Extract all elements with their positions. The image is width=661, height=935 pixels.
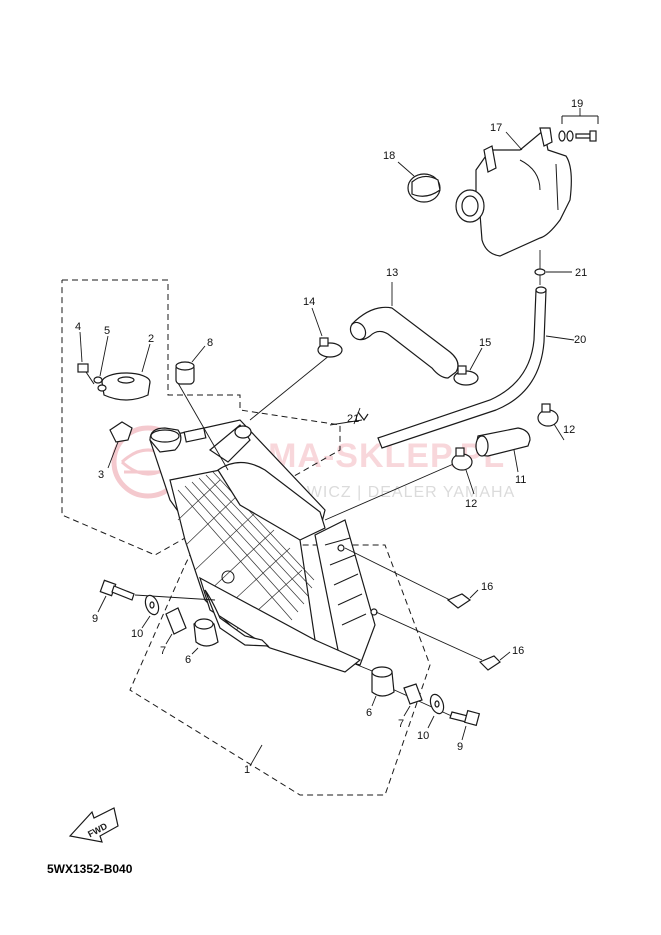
callout-16-upper: 16: [481, 581, 493, 593]
callout-5: 5: [104, 325, 110, 337]
collar-part-7-left: [165, 607, 187, 645]
callout-6-right: 6: [366, 707, 372, 719]
callout-8: 8: [207, 337, 213, 349]
callout-14: 14: [303, 296, 315, 308]
callout-9-right: 9: [457, 741, 463, 753]
damper-part-6-right: [371, 666, 395, 707]
callout-9-left: 9: [92, 613, 98, 625]
callout-15: 15: [479, 337, 491, 349]
callout-10-left: 10: [131, 628, 143, 640]
callout-12-right: 12: [563, 424, 575, 436]
clip-part-21-upper: [534, 268, 572, 276]
callout-16-lower: 16: [512, 645, 524, 657]
callout-13: 13: [386, 267, 398, 279]
bolt-part-9-right: [449, 709, 481, 741]
clip-part-21-lower: [353, 407, 369, 425]
clamp-part-15: [453, 347, 483, 386]
clamp-part-12-right: [537, 403, 565, 441]
washer-part-10-left: [141, 594, 160, 629]
callout-12-left: 12: [465, 498, 477, 510]
callout-7-right: 7: [398, 718, 404, 730]
clip-part-16-lower: [478, 651, 511, 671]
callout-labels: 1 2 3 4 5 6 6 7 7 8 9 9 10 10 11 12 12 1…: [75, 98, 587, 776]
callout-1: 1: [244, 764, 250, 776]
collar-part-7-right: [403, 683, 423, 717]
callout-11: 11: [515, 474, 526, 486]
fwd-arrow-icon: FWD: [68, 807, 119, 843]
damper-part-6-left: [191, 618, 219, 655]
reservoir-tank-part-17: [455, 127, 572, 257]
clamp-part-12-left: [451, 447, 475, 495]
callout-2: 2: [148, 333, 154, 345]
hose-part-20: [377, 286, 575, 449]
clamp-part-14: [311, 307, 343, 358]
screw-part-4: [77, 331, 95, 385]
washer-part-10-right: [427, 693, 445, 729]
callout-17: 17: [490, 122, 502, 134]
callout-20: 20: [574, 334, 586, 346]
grommet-part-8: [175, 345, 206, 385]
clip-part-16-upper: [446, 589, 479, 609]
callout-7-left: 7: [160, 645, 166, 657]
reservoir-cap-part-18: [397, 161, 441, 203]
callout-3: 3: [98, 469, 104, 481]
diagram-code: 5WX1352-B040: [47, 862, 133, 876]
callout-18: 18: [383, 150, 395, 162]
bolt-set-part-19: [558, 108, 599, 142]
radiator-cap: [101, 343, 151, 401]
callout-10-right: 10: [417, 730, 429, 742]
bolt-part-9-left: [97, 579, 135, 613]
callout-21-upper: 21: [575, 267, 587, 279]
callout-4: 4: [75, 321, 81, 333]
leader-part-1: [249, 744, 263, 767]
hose-part-11: [475, 427, 531, 473]
callout-21-lower: 21: [347, 413, 359, 425]
radiator-core: [149, 419, 378, 673]
cap-stopper-clip: [107, 421, 133, 469]
callout-6-left: 6: [185, 654, 191, 666]
hose-part-13: [349, 282, 459, 379]
washer-part-5: [93, 335, 109, 392]
callout-19: 19: [571, 98, 583, 110]
group-outline-cap: [61, 279, 341, 556]
